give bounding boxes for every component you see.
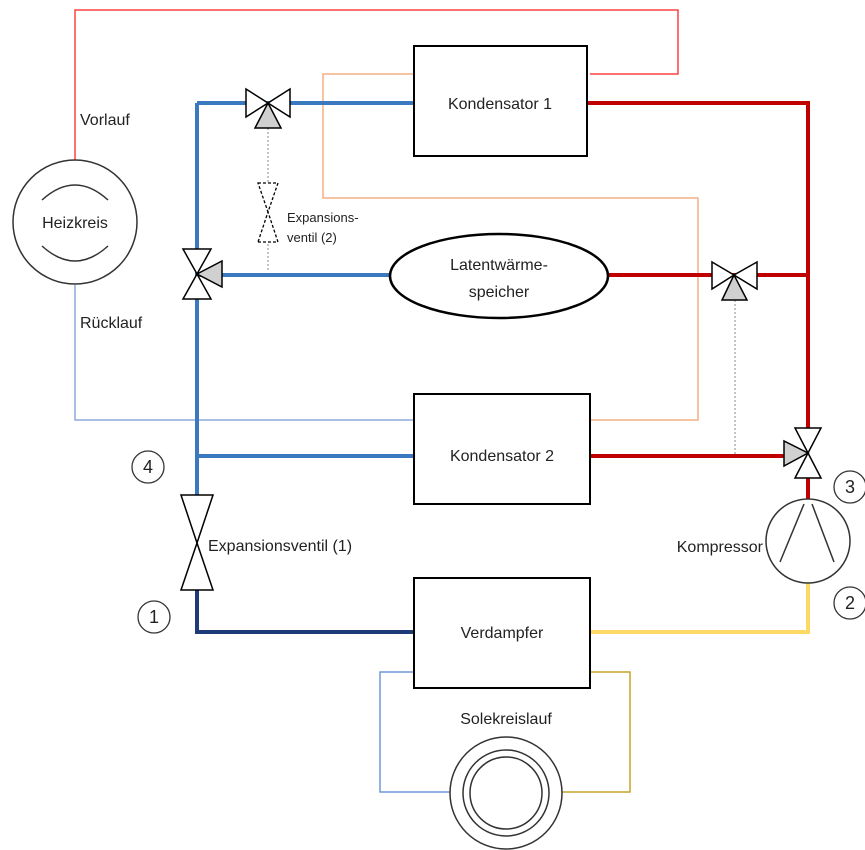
- three-way-valve-right: [711, 260, 758, 301]
- kompressor-component: Kompressor: [677, 498, 851, 584]
- expansion-valve-1: [179, 494, 215, 591]
- three-way-valve-left: [181, 248, 223, 300]
- heizkreis-label: Heizkreis: [42, 215, 108, 232]
- solekreislauf-label: Solekreislauf: [460, 711, 552, 728]
- heating-flow-line: [74, 9, 679, 160]
- latentwaermespeicher-component: Latentwärme- speicher: [388, 232, 610, 320]
- state-marker-1: 1: [137, 600, 171, 634]
- brine-warm-line: [562, 671, 631, 793]
- hot-refrigerant-lines: [587, 101, 810, 500]
- ruecklauf-label: Rücklauf: [80, 315, 143, 332]
- state-marker-3: 3: [833, 470, 865, 504]
- expansion-valve-2: [257, 182, 279, 243]
- heating-return-line: [74, 285, 414, 421]
- expansionsventil1-label: Expansionsventil (1): [208, 538, 352, 555]
- kondensator1-component: Kondensator 1: [413, 45, 588, 157]
- verdampfer-component: Verdampfer: [413, 577, 591, 689]
- latent-label-line2: speicher: [469, 284, 530, 301]
- intermediate-loop-line: [322, 73, 699, 421]
- state-marker-4: 4: [131, 450, 165, 484]
- latent-label-line1: Latentwärme-: [450, 257, 548, 274]
- verdampfer-label: Verdampfer: [461, 625, 544, 642]
- solekreislauf-component: Solekreislauf: [449, 711, 563, 850]
- vorlauf-label: Vorlauf: [80, 112, 130, 129]
- condensate-lines: [195, 101, 414, 495]
- low-pressure-line: [195, 590, 414, 634]
- heizkreis-component: Heizkreis: [12, 159, 138, 285]
- state-marker-2: 2: [833, 586, 865, 620]
- three-way-valve-top: [245, 87, 291, 129]
- kompressor-label: Kompressor: [677, 539, 764, 556]
- svg-text:2: 2: [845, 593, 855, 613]
- exp2-label-line2: ventil (2): [287, 230, 337, 245]
- svg-text:4: 4: [143, 457, 153, 477]
- kondensator2-component: Kondensator 2: [413, 393, 591, 505]
- brine-cold-line: [379, 671, 450, 793]
- svg-text:3: 3: [845, 477, 855, 497]
- suction-line: [590, 582, 810, 634]
- svg-text:1: 1: [149, 607, 159, 627]
- three-way-valve-bottom-right: [783, 427, 823, 479]
- exp2-label-line1: Expansions-: [287, 210, 359, 225]
- kondensator2-label: Kondensator 2: [450, 448, 554, 465]
- kondensator1-label: Kondensator 1: [448, 96, 552, 113]
